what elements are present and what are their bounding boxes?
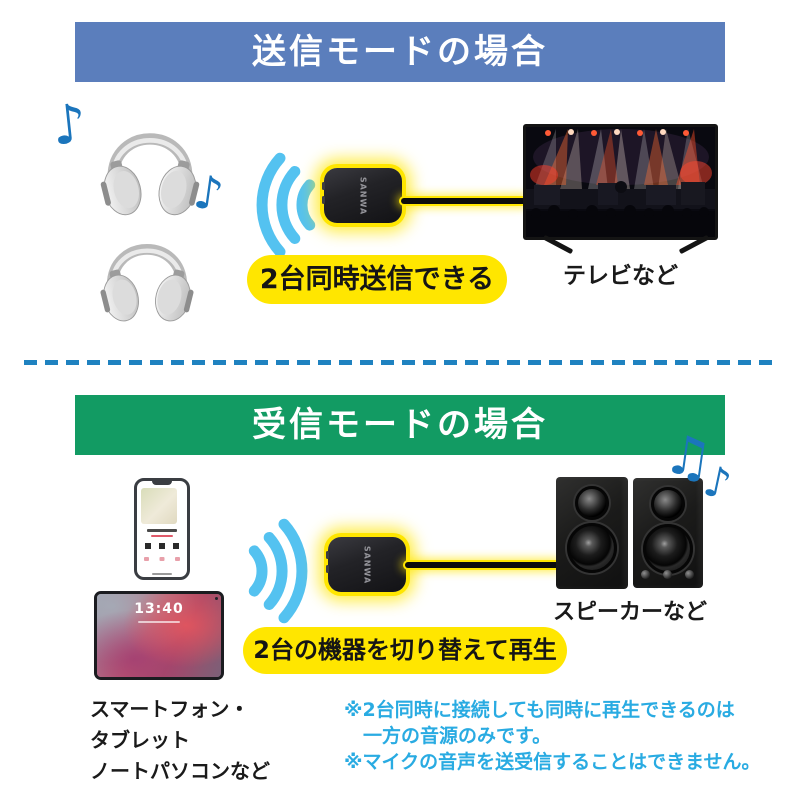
- speaker-caption: スピーカーなど: [552, 600, 707, 625]
- footnotes: ※2台同時に接続しても同時に再生できるのは 一方の音源のみです。 ※マイクの音声…: [344, 697, 761, 775]
- speaker-left: [556, 477, 628, 589]
- source-devices-caption: スマートフォン・ タブレット ノートパソコンなど: [90, 694, 270, 787]
- speaker-tweeter: [575, 486, 609, 520]
- footnote-line: 一方の音源のみです。: [344, 725, 552, 747]
- audio-cable: [401, 198, 526, 204]
- device-button: [326, 551, 329, 559]
- volume-knob: [685, 570, 694, 579]
- device-brand-label: SANWA: [358, 176, 368, 215]
- source-caption-line: タブレット: [90, 728, 190, 752]
- home-indicator: [152, 573, 172, 575]
- headphones-icon: [100, 244, 194, 322]
- wireless-waves-icon: [256, 152, 316, 258]
- tv-caption: テレビなど: [563, 263, 678, 289]
- source-caption-line: ノートパソコンなど: [90, 759, 270, 783]
- send-highlight-badge: 2台同時送信できる: [247, 255, 507, 304]
- device-button: [326, 565, 329, 573]
- footnote-line: ※2台同時に接続しても同時に再生できるのは: [344, 699, 735, 721]
- volume-knob: [641, 570, 650, 579]
- speaker-woofer: [643, 524, 693, 574]
- device-brand-label: SANWA: [362, 545, 372, 584]
- tv-screen-concert: [526, 127, 715, 237]
- music-note-icon: ♪: [48, 91, 90, 158]
- source-caption-line: スマートフォン・: [90, 697, 250, 721]
- tablet-date-bar: [138, 621, 180, 623]
- device-button: [322, 196, 325, 204]
- speaker-tweeter: [651, 487, 685, 521]
- headphones-icon: [100, 133, 200, 216]
- artist-name-bar: [151, 535, 173, 537]
- smartphone-illustration: [134, 478, 190, 580]
- next-track-icon: [173, 543, 179, 549]
- player-option-icon: [144, 557, 149, 561]
- tv-illustration: [523, 124, 718, 240]
- tablet-lock-time: 13:40: [134, 601, 184, 617]
- section-divider: [24, 360, 776, 365]
- bluetooth-transmitter-device: SANWA: [322, 168, 402, 223]
- player-option-icon: [159, 557, 165, 561]
- receive-mode-banner: 受信モードの場合: [75, 395, 725, 455]
- bluetooth-receiver-device: SANWA: [326, 537, 406, 592]
- pause-icon: [159, 543, 165, 549]
- receive-highlight-badge: 2台の機器を切り替えて再生: [243, 627, 567, 674]
- tablet-camera-dot: [215, 597, 218, 600]
- send-mode-banner: 送信モードの場合: [75, 22, 725, 82]
- send-mode-title: 送信モードの場合: [252, 32, 548, 72]
- album-art: [141, 488, 177, 524]
- wireless-waves-icon: [248, 518, 308, 624]
- previous-track-icon: [145, 543, 151, 549]
- footnote-line: ※マイクの音声を送受信することはできません。: [344, 751, 761, 773]
- tablet-illustration: 13:40: [94, 591, 224, 680]
- receive-mode-title: 受信モードの場合: [252, 405, 548, 445]
- speaker-woofer: [567, 523, 617, 573]
- speaker-right: [633, 478, 703, 588]
- tablet-wallpaper: [97, 594, 221, 677]
- song-title-bar: [147, 529, 177, 532]
- player-option-icon: [175, 557, 180, 561]
- device-button: [322, 182, 325, 190]
- phone-notch: [152, 481, 172, 485]
- volume-knob: [663, 570, 672, 579]
- audio-cable: [405, 562, 560, 568]
